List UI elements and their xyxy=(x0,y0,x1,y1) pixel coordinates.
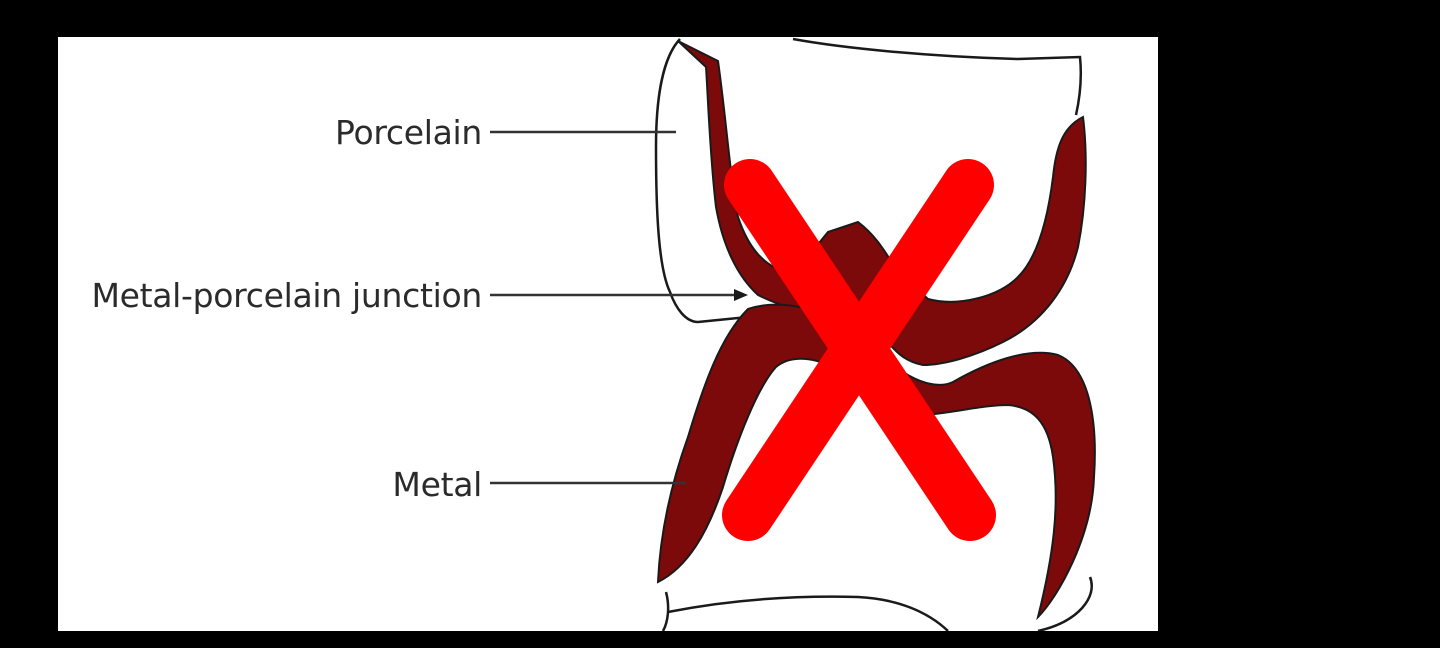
cross-icon xyxy=(722,159,996,541)
porcelain-outline-top xyxy=(654,38,749,324)
arrowhead-icon xyxy=(734,289,748,301)
diagram-panel: Porcelain Metal-porcelain junction Metal xyxy=(58,37,1158,631)
porcelain-outline-upper-right xyxy=(792,37,1083,116)
label-metal: Metal xyxy=(392,465,482,504)
label-porcelain: Porcelain xyxy=(335,113,482,152)
porcelain-outline-right xyxy=(1037,576,1093,631)
crown-cross-section xyxy=(490,37,1096,631)
porcelain-outline-bottom xyxy=(661,591,949,631)
label-metal-porcelain-junction: Metal-porcelain junction xyxy=(91,276,482,315)
